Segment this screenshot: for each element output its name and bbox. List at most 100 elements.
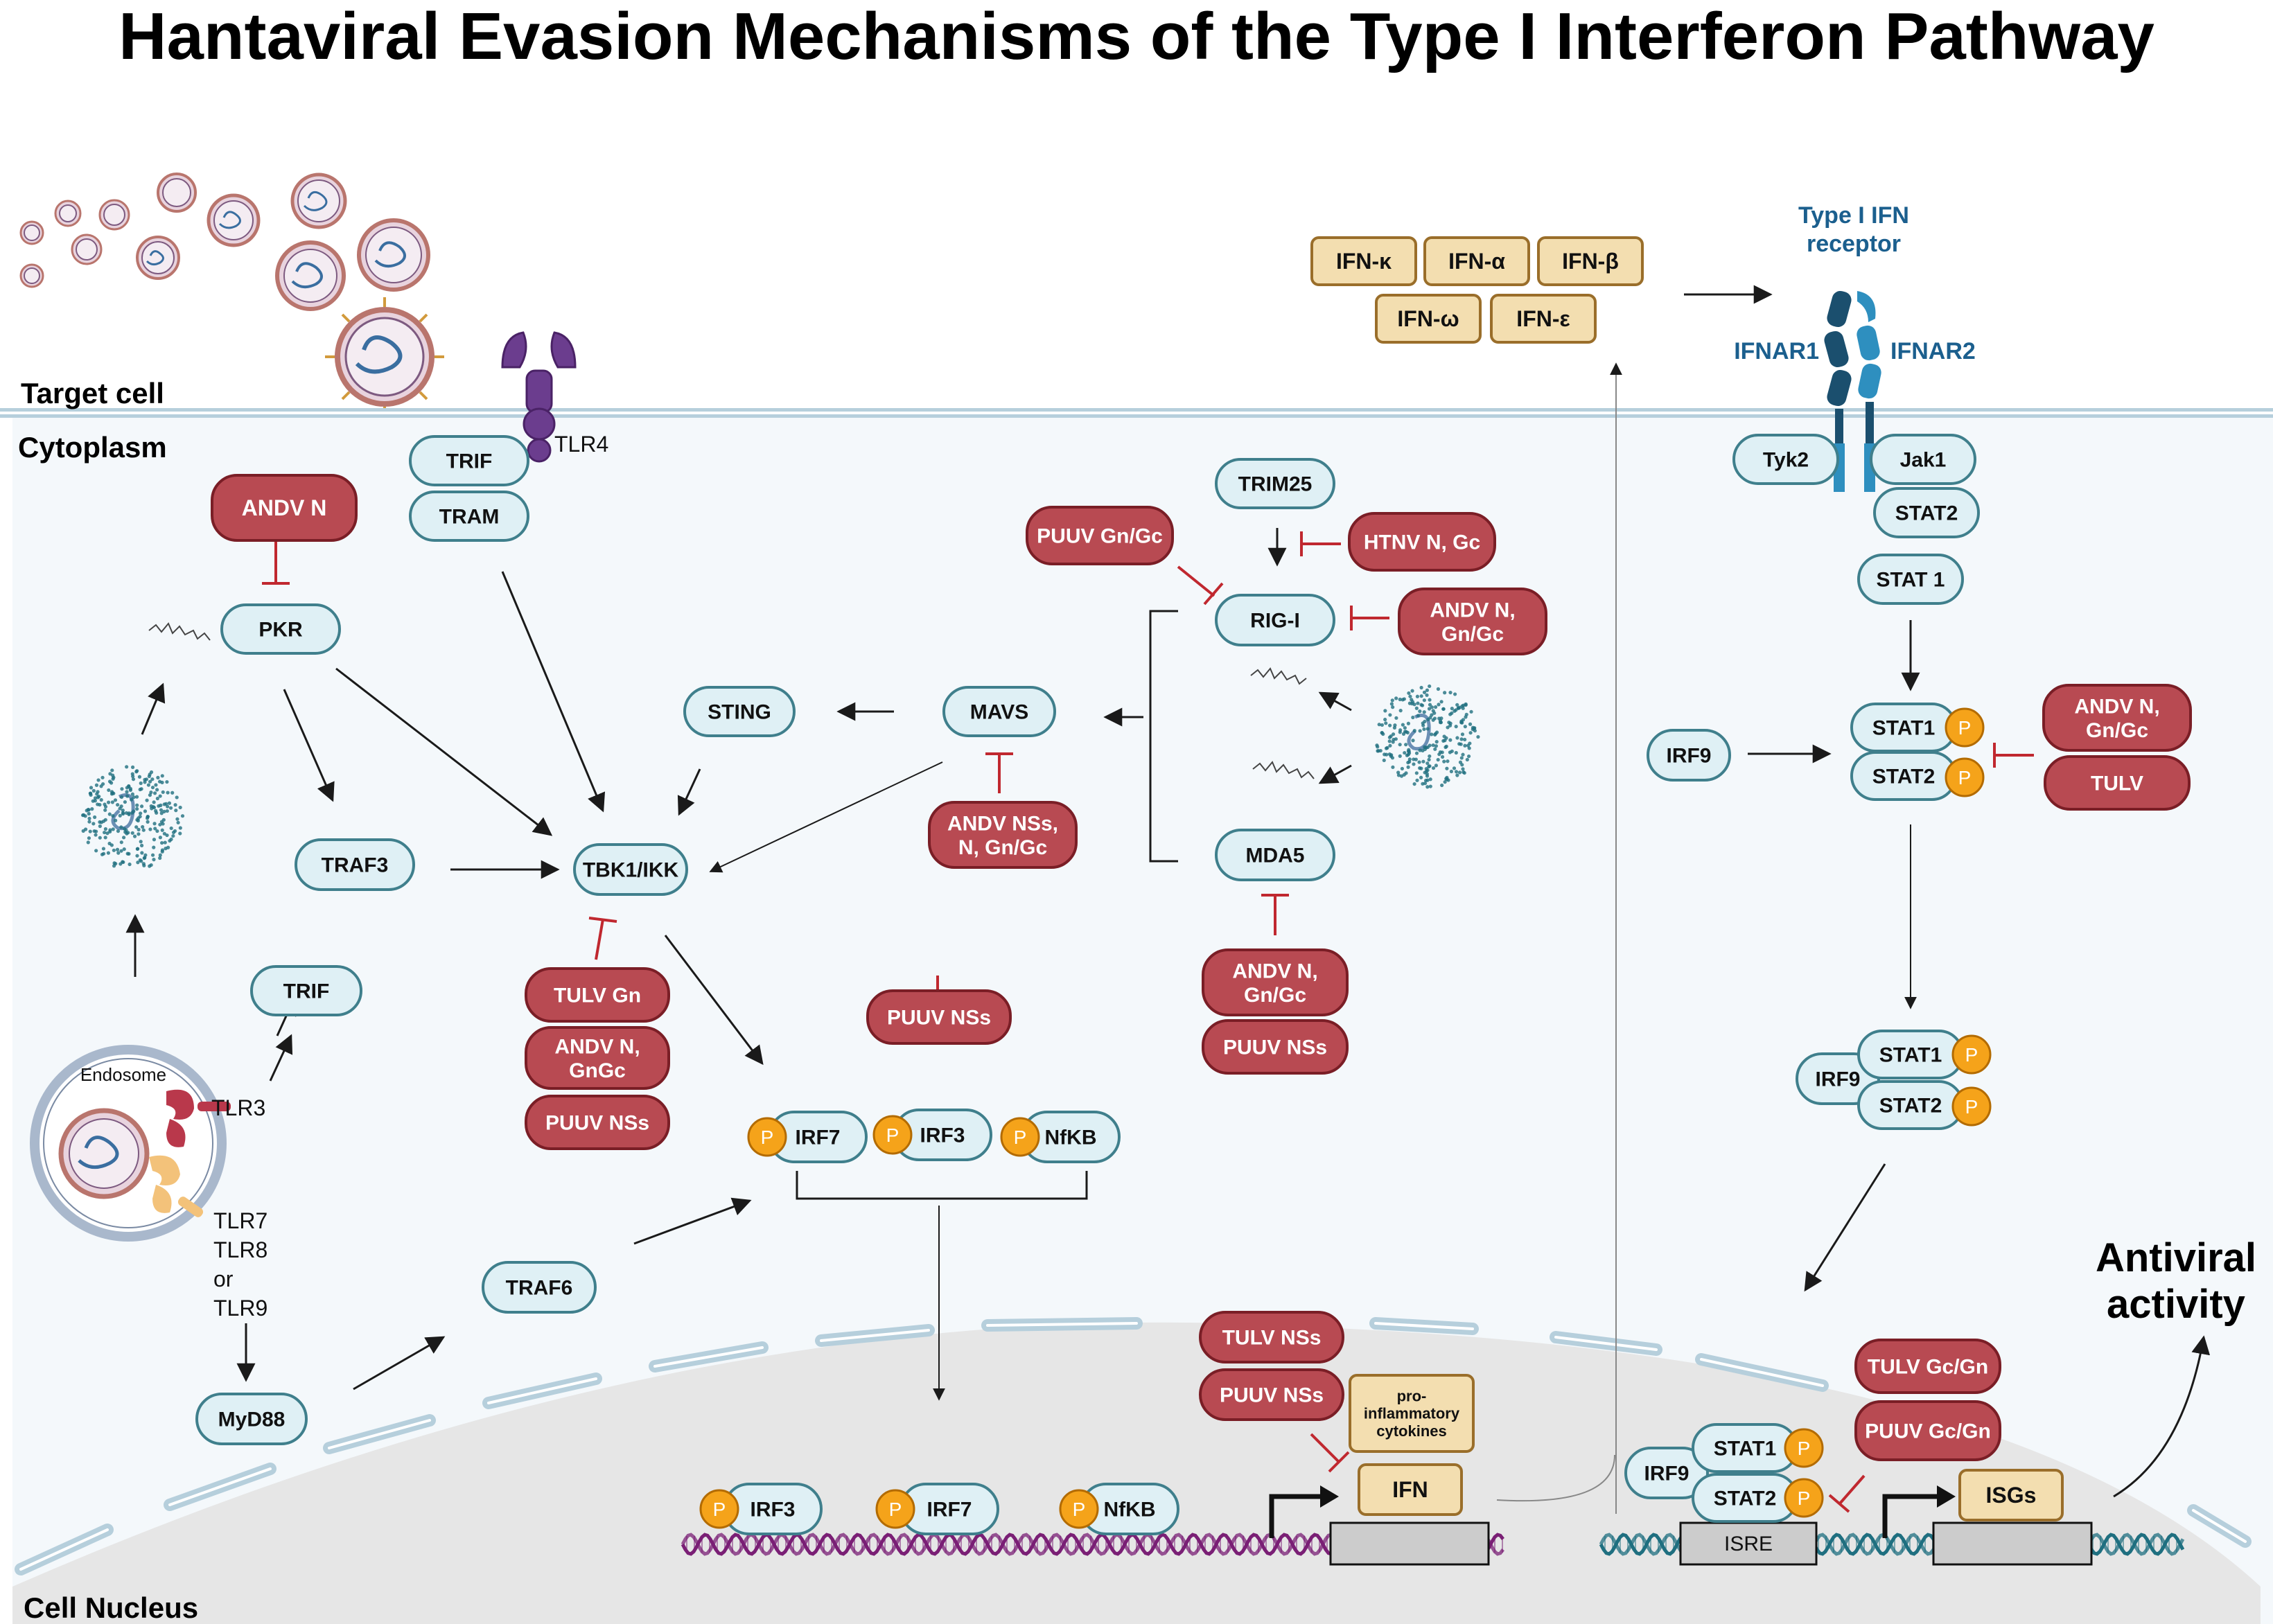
node-text: MAVS bbox=[970, 701, 1028, 724]
viral-puuv-nss-mda5: PUUV NSs bbox=[1202, 1019, 1349, 1075]
node-text: TULV Gn bbox=[554, 985, 641, 1007]
node-text: IFN-β bbox=[1562, 249, 1619, 274]
phospho-badge: P bbox=[1059, 1489, 1099, 1529]
node-stat2-a: STAT2 bbox=[1850, 751, 1957, 801]
phospho-badge: P bbox=[747, 1117, 787, 1157]
viral-tulv: TULV bbox=[2044, 755, 2191, 811]
node-text: inflammatory bbox=[1364, 1405, 1460, 1422]
node-trif-top: TRIF bbox=[409, 435, 529, 486]
node-text: STING bbox=[708, 701, 771, 724]
node-text: IFN-κ bbox=[1336, 249, 1392, 274]
transcription-start-icon bbox=[1937, 1485, 1956, 1508]
viral-htnv: HTNV N, Gc bbox=[1348, 512, 1496, 572]
node-text: STAT2 bbox=[1714, 1488, 1777, 1510]
rna-strand-icon bbox=[148, 622, 1315, 779]
tlr4-label: TLR4 bbox=[554, 432, 608, 457]
virus-icon bbox=[58, 1108, 150, 1199]
phospho-badge: P bbox=[1784, 1478, 1824, 1518]
node-text: STAT1 bbox=[1714, 1438, 1777, 1460]
ifn-chip-4: IFN-ε bbox=[1490, 294, 1597, 344]
viral-andv-mavs: ANDV NSs,N, Gn/Gc bbox=[928, 801, 1078, 869]
phospho-badge: P bbox=[1951, 1034, 1992, 1075]
phospho-label: P bbox=[1965, 1096, 1978, 1118]
node-rigi: RIG-I bbox=[1215, 594, 1335, 646]
node-text: PUUV NSs bbox=[1220, 1384, 1324, 1407]
or-label: or bbox=[213, 1266, 234, 1291]
node-stat1-b: STAT1 bbox=[1857, 1030, 1964, 1079]
node-text: IRF9 bbox=[1666, 745, 1711, 768]
node-mavs: MAVS bbox=[942, 686, 1056, 737]
viral-puuv-nss-nuc: PUUV NSs bbox=[1199, 1368, 1344, 1421]
virus-icon bbox=[54, 200, 82, 227]
ifn-chip-1: IFN-α bbox=[1423, 236, 1530, 286]
virus-icon bbox=[325, 297, 444, 416]
tf-bracket bbox=[796, 1171, 1088, 1200]
receptor-title-line2: receptor bbox=[1807, 231, 1901, 257]
virus-icon bbox=[207, 193, 261, 247]
node-text: IFN-α bbox=[1448, 249, 1505, 274]
node-stat1-c: STAT1 bbox=[1692, 1423, 1798, 1473]
phospho-label: P bbox=[1965, 1044, 1978, 1066]
inhibition-lines bbox=[262, 531, 2034, 1513]
target-cell-label: Target cell bbox=[21, 377, 164, 409]
viral-puuv-nss-tbk: PUUV NSs bbox=[525, 1095, 670, 1150]
node-text: Tyk2 bbox=[1763, 449, 1809, 472]
antiviral-arrow bbox=[2113, 1335, 2211, 1498]
phospho-label: P bbox=[886, 1124, 899, 1146]
node-text: TRIF bbox=[283, 980, 330, 1003]
node-text: Gn/Gc bbox=[1441, 623, 1504, 646]
viral-rna-cloud-icon bbox=[1375, 684, 1480, 789]
node-text: TRAM bbox=[439, 506, 500, 529]
node-text: MDA5 bbox=[1245, 845, 1304, 867]
node-text: pro- bbox=[1397, 1387, 1427, 1404]
node-tyk2: Tyk2 bbox=[1732, 434, 1839, 485]
viral-puuv-nss-irf3: PUUV NSs bbox=[866, 989, 1012, 1045]
viral-tulv-gn: TULV Gn bbox=[525, 967, 670, 1023]
node-pkr: PKR bbox=[220, 603, 341, 655]
node-irf9-b: IRF9 bbox=[1796, 1052, 1880, 1105]
node-stat2-top: STAT2 bbox=[1873, 487, 1980, 538]
phospho-label: P bbox=[1073, 1499, 1086, 1520]
virus-particles bbox=[19, 173, 444, 416]
node-text: ANDV N, bbox=[2074, 695, 2159, 718]
phospho-badge: P bbox=[1951, 1086, 1992, 1127]
virus-icon bbox=[136, 236, 180, 280]
node-text: IFN bbox=[1392, 1477, 1428, 1502]
phospho-label: P bbox=[1958, 717, 1972, 739]
ifn-chip-3: IFN-ω bbox=[1375, 294, 1482, 344]
phospho-label: P bbox=[713, 1499, 726, 1520]
node-stat1-top: STAT 1 bbox=[1857, 554, 1964, 605]
node-text: MyD88 bbox=[218, 1409, 286, 1431]
node-text: ANDV N, bbox=[554, 1035, 640, 1058]
viral-tulv-nss: TULV NSs bbox=[1199, 1311, 1344, 1363]
node-text: IRF3 bbox=[750, 1499, 795, 1521]
product-ifn: IFN bbox=[1358, 1463, 1463, 1516]
node-tbk1: TBK1/IKK bbox=[573, 843, 688, 896]
node-nfkb: NfKB bbox=[1021, 1111, 1121, 1163]
node-text: TRIF bbox=[446, 450, 493, 473]
viral-andv-rigi: ANDV N,Gn/Gc bbox=[1398, 588, 1547, 655]
node-text: STAT1 bbox=[1879, 1044, 1942, 1067]
virus-icon bbox=[71, 233, 103, 265]
node-text: TRAF6 bbox=[506, 1277, 573, 1300]
viral-rna-cloud-icon bbox=[80, 765, 185, 868]
phospho-badge: P bbox=[1000, 1117, 1040, 1157]
node-text: Jak1 bbox=[1900, 449, 1947, 472]
phospho-label: P bbox=[1958, 767, 1972, 788]
node-irf7-nuc: IRF7 bbox=[899, 1483, 999, 1535]
transcription-start-icon bbox=[1269, 1494, 1940, 1538]
activation-arrows bbox=[125, 285, 1920, 1514]
node-text: PUUV NSs bbox=[545, 1112, 649, 1135]
ifnar2-label: IFNAR2 bbox=[1890, 338, 1976, 364]
node-irf3: IRF3 bbox=[893, 1109, 992, 1161]
node-text: IRF7 bbox=[795, 1127, 840, 1149]
tlr3-label: TLR3 bbox=[211, 1095, 265, 1120]
node-irf3-nuc: IRF3 bbox=[723, 1483, 823, 1535]
virus-icon bbox=[19, 263, 44, 288]
node-text: ISGs bbox=[1986, 1483, 2037, 1508]
node-text: GnGc bbox=[569, 1059, 626, 1082]
node-irf9-a: IRF9 bbox=[1647, 729, 1731, 782]
node-text: IRF9 bbox=[1815, 1068, 1860, 1091]
node-myd88: MyD88 bbox=[195, 1393, 308, 1445]
